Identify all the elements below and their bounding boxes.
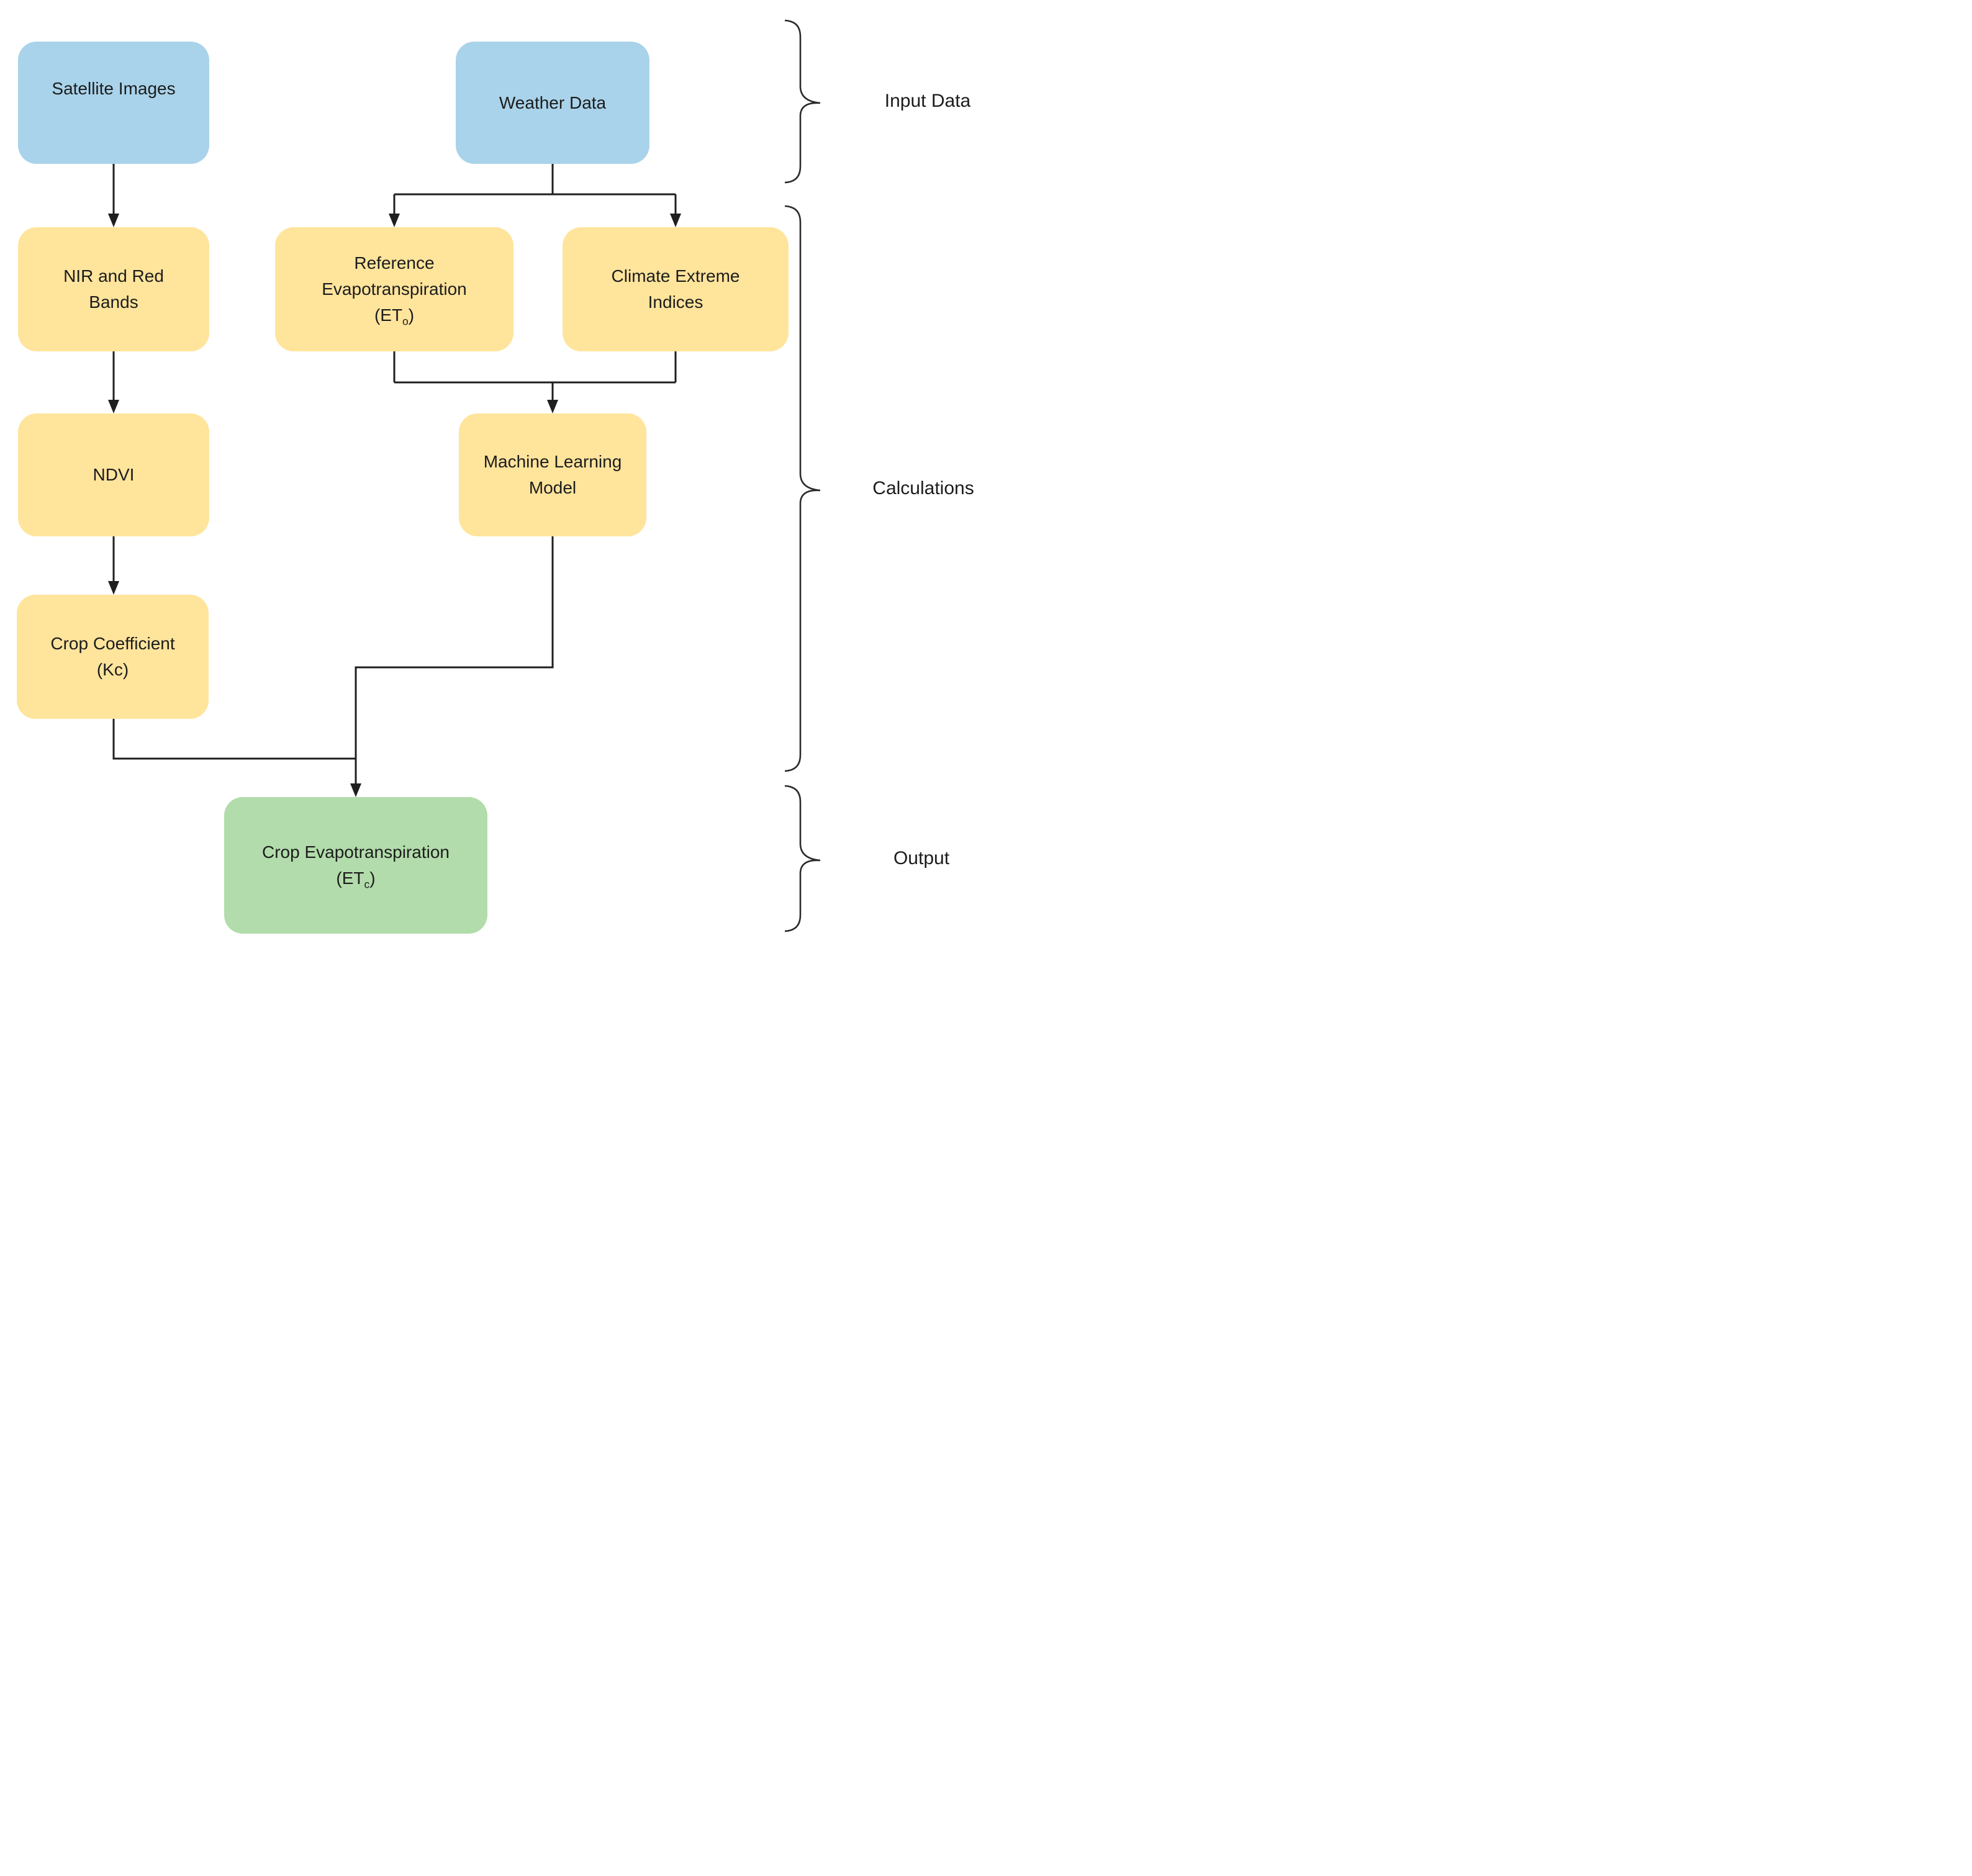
node-label-line: Machine Learning [483,452,622,471]
node-machine-learning-model-label: Machine Learning Model [484,449,622,501]
node-crop-coefficient: Crop Coefficient (Kc) [17,595,209,719]
connector-weather-split [393,164,677,215]
arrowhead-nir [108,214,119,227]
node-crop-evapotranspiration: Crop Evapotranspiration (ETc) [224,797,487,934]
arrowhead-ml [547,400,558,413]
node-label-line: Satellite Images [52,78,176,98]
node-label-line: (Kc) [96,660,129,679]
node-label-line: Crop Coefficient [50,634,175,653]
arrowhead-ndvi [108,400,119,413]
connector-merge-to-ml [393,351,677,401]
node-weather-data-label: Weather Data [499,90,606,116]
node-crop-coefficient-label: Crop Coefficient (Kc) [50,631,174,683]
node-label-line: Indices [648,292,703,312]
arrowhead-reference [389,214,400,227]
group-label-calculations: Calculations [872,478,974,498]
node-label-formula: (ETo) [322,302,466,328]
node-label-line: Evapotranspiration [322,279,467,299]
node-satellite-images: Satellite Images [18,42,209,164]
node-nir-red-bands-label: NIR and Red Bands [63,263,164,315]
node-climate-extreme-indices: Climate Extreme Indices [563,227,789,351]
node-label-line: Bands [89,292,138,312]
node-nir-red-bands: NIR and Red Bands [18,227,209,351]
node-reference-evapotranspiration-label: Reference Evapotranspiration (ETo) [322,250,466,328]
node-label-line: Model [528,478,577,497]
group-label-input-data: Input Data [884,91,971,111]
formula-subscript: o [402,315,409,328]
node-machine-learning-model: Machine Learning Model [459,413,646,536]
node-label-line: NIR and Red [63,266,164,286]
formula-post: ) [369,868,376,888]
node-crop-evapotranspiration-label: Crop Evapotranspiration (ETc) [262,839,450,891]
formula-pre: (ET [374,305,403,325]
formula-pre: (ET [336,868,364,888]
arrowhead-etc [350,783,361,797]
formula-subscript: c [364,878,370,891]
arrowhead-climate [670,214,681,227]
node-label-line: Weather Data [499,92,607,112]
node-reference-evapotranspiration: Reference Evapotranspiration (ETo) [275,227,513,351]
node-climate-extreme-indices-label: Climate Extreme Indices [612,263,740,315]
connector-kc-to-join [112,719,356,760]
node-label-line: Climate Extreme [611,266,740,286]
node-satellite-images-label: Satellite Images [52,76,175,102]
node-label-line: Crop Evapotranspiration [262,842,450,862]
input-data-brace [784,19,821,184]
output-brace [784,785,821,932]
node-ndvi: NDVI [18,413,209,536]
node-weather-data: Weather Data [456,42,649,164]
node-label-line: NDVI [93,465,135,484]
node-label-line: Reference [354,253,435,273]
node-label-formula: (ETc) [262,865,450,891]
calculations-brace [784,205,821,772]
node-ndvi-label: NDVI [93,462,135,488]
formula-post: ) [408,305,415,325]
connector-ml-to-etc [355,536,554,785]
flow-connectors-layer [108,19,821,932]
arrowhead-kc [108,581,119,595]
flowchart-canvas: Satellite Images Weather Data NIR and Re… [0,0,986,938]
group-label-output: Output [893,848,950,868]
